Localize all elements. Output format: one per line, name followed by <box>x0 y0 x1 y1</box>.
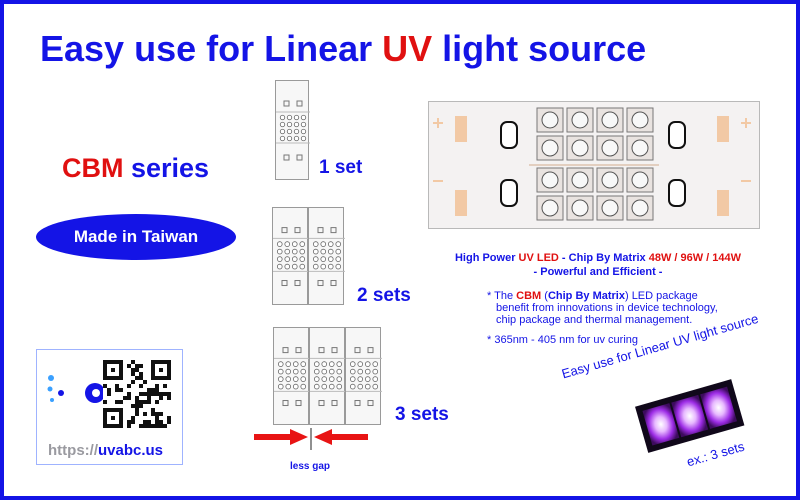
bullet1-b: ( <box>541 290 548 302</box>
led-strip-module <box>272 207 309 305</box>
led-strip-module <box>273 327 310 425</box>
led-strip-module <box>345 327 382 425</box>
bullet2: * 365nm - 405 nm for uv curing <box>487 334 639 346</box>
led-panel-image <box>428 101 760 229</box>
product-description: High Power UV LED - Chip By Matrix 48W /… <box>420 251 776 279</box>
led-matrix-drawing <box>433 107 751 221</box>
led-strip-module <box>309 327 346 425</box>
gap-arrows <box>254 428 368 450</box>
bullet1-line2: benefit from innovations in device techn… <box>496 302 718 314</box>
series-brand: CBM <box>62 153 124 183</box>
url-prefix: https:// <box>48 442 98 459</box>
url-domain: uvabc.us <box>98 442 164 459</box>
set-label-2: 2 sets <box>357 285 411 306</box>
page-title: Easy use for Linear UV light source <box>40 28 646 70</box>
less-gap-label: less gap <box>290 461 331 472</box>
led-strip-module <box>275 80 310 180</box>
series-label: CBM series <box>62 153 209 184</box>
website-link[interactable]: https://uvabc.us <box>48 442 163 459</box>
series-text: series <box>123 153 210 183</box>
desc-text-b: - Chip By Matrix <box>558 252 649 264</box>
led-strip-module <box>308 207 345 305</box>
qr-code-drawing <box>47 360 171 428</box>
feature-bullets: * The CBM (Chip By Matrix) LED package b… <box>487 290 777 346</box>
uv-glow-example-image <box>635 379 745 453</box>
desc-watts: 48W / 96W / 144W <box>648 252 742 264</box>
desc-text-a: High Power <box>454 252 519 264</box>
arrow-left-icon <box>314 429 368 445</box>
title-highlight: UV <box>382 28 433 69</box>
arrow-right-icon <box>254 429 308 445</box>
made-in-taiwan-badge: Made in Taiwan <box>36 214 236 260</box>
qr-code-card[interactable] <box>36 349 183 465</box>
bullet1-line3: chip package and thermal management. <box>496 314 693 326</box>
desc-line2: - Powerful and Efficient - <box>533 266 663 278</box>
desc-uv: UV LED <box>518 252 559 264</box>
bullet1-a: * The <box>487 290 517 302</box>
bullet1-full: Chip By Matrix <box>547 290 625 302</box>
set-label-3: 3 sets <box>395 404 449 425</box>
bullet1-cbm: CBM <box>516 290 542 302</box>
title-suffix: light source <box>432 28 647 69</box>
title-prefix: Easy use for Linear <box>40 28 383 69</box>
set-label-1: 1 set <box>319 157 363 178</box>
bullet1-c: ) LED package <box>624 290 698 302</box>
